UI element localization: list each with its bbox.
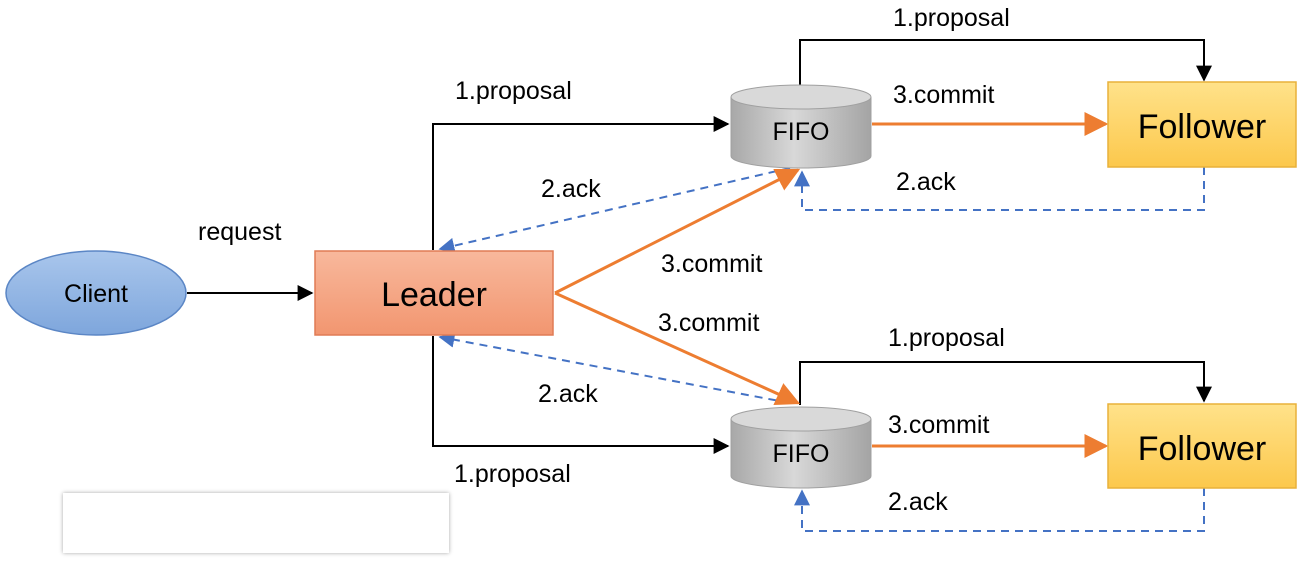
fifo-top-leader-ack-label: 2.ack (541, 175, 601, 203)
leader-to-fifo-top-proposal-arrow (432, 116, 730, 250)
client-label: Client (64, 280, 128, 308)
leader-node: Leader (314, 250, 554, 336)
fifo-bottom-follower-commit-label: 3.commit (888, 411, 989, 439)
follower-bottom-ack-label: 2.ack (888, 488, 948, 516)
fifo-bottom-to-leader-ack-arrow (438, 331, 791, 404)
request-label: request (198, 218, 281, 246)
fifo-top-to-follower-proposal-arrow (799, 39, 1212, 88)
fifo-bottom-label: FIFO (773, 440, 830, 468)
fifo-bottom-node: FIFO (730, 406, 872, 489)
fifo-bottom-to-follower-proposal-arrow (799, 361, 1212, 405)
leader-to-fifo-bottom-proposal-arrow (432, 336, 730, 454)
leader-to-fifo-bottom-commit-arrow (554, 291, 801, 406)
leader-fifo-top-proposal-label: 1.proposal (455, 77, 572, 105)
follower-top-label: Follower (1138, 108, 1266, 146)
leader-to-fifo-top-commit-arrow (554, 168, 801, 295)
fifo-top-label: FIFO (773, 118, 830, 146)
fifo-top-follower-commit-label: 3.commit (893, 81, 994, 109)
leader-fifo-top-commit-label: 3.commit (661, 250, 762, 278)
client-node: Client (5, 250, 187, 336)
fifo-top-to-leader-ack-arrow (438, 167, 791, 254)
leader-label: Leader (381, 276, 487, 314)
fifo-bottom-leader-ack-label: 2.ack (538, 380, 598, 408)
follower-bottom-ack-arrow (794, 488, 1205, 532)
follower-top-ack-arrow (794, 167, 1205, 211)
leader-fifo-bottom-commit-label: 3.commit (658, 309, 759, 337)
follower-bottom-label: Follower (1138, 430, 1266, 468)
leader-fifo-bottom-proposal-label: 1.proposal (454, 460, 571, 488)
fifo-top-follower-proposal-label: 1.proposal (893, 4, 1010, 32)
fifo-top-node: FIFO (730, 84, 872, 169)
follower-top-ack-label: 2.ack (896, 168, 956, 196)
blank-caption-box (63, 493, 449, 553)
follower-bottom-node: Follower (1107, 403, 1297, 489)
fifo-bottom-follower-proposal-label: 1.proposal (888, 324, 1005, 352)
follower-top-node: Follower (1107, 81, 1297, 168)
